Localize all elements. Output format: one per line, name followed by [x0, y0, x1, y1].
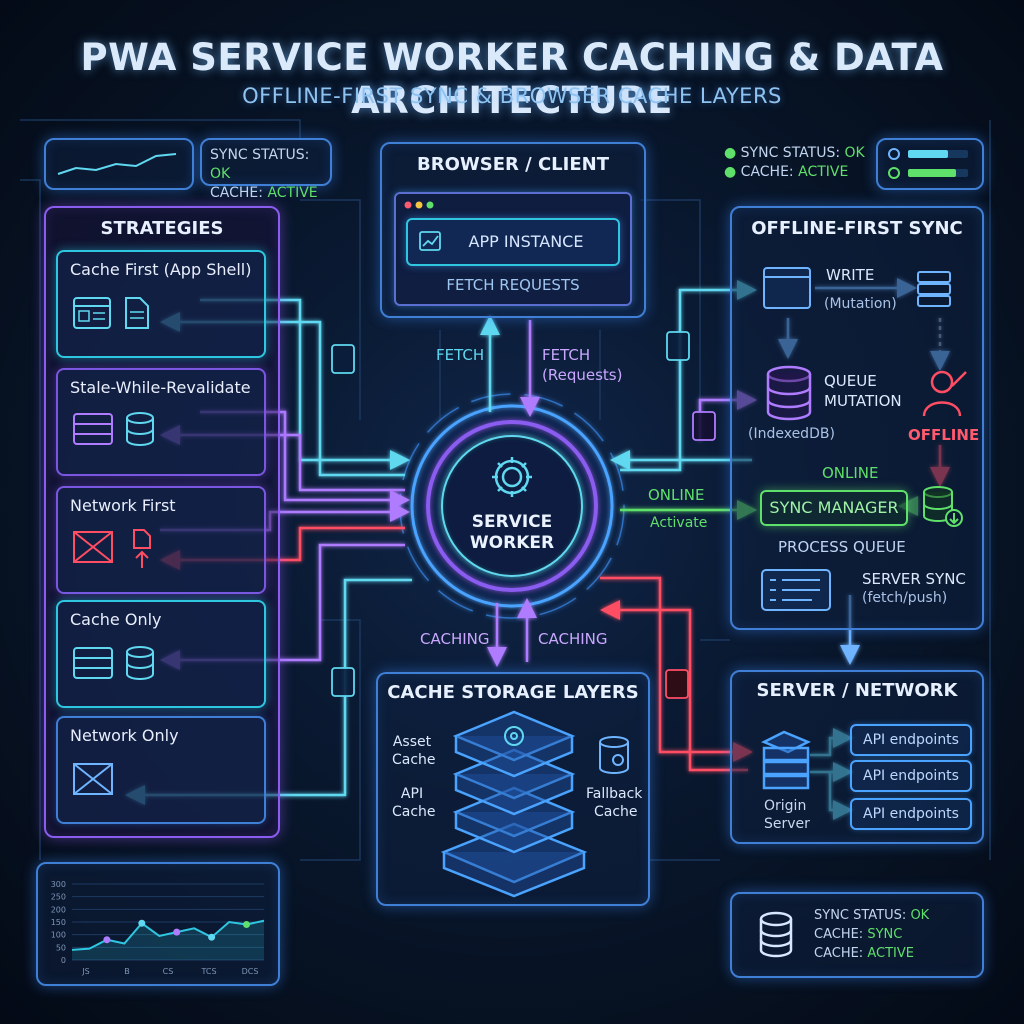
app-instance-box[interactable]: APP INSTANCE	[406, 218, 620, 266]
offline-label: OFFLINE	[908, 426, 980, 444]
api-cache-label: API	[400, 786, 424, 802]
cache-database-icon	[73, 646, 154, 680]
queue-label: QUEUE	[824, 372, 877, 390]
indexeddb-label: (IndexedDB)	[748, 426, 835, 442]
strategy-network-first[interactable]: Network First	[56, 486, 266, 594]
strategy-cache-first[interactable]: Cache First (App Shell)	[56, 250, 266, 358]
caching-label-right: CACHING	[538, 630, 608, 648]
y-tick-label: 200	[51, 905, 66, 914]
asset-cache-label: Asset	[392, 734, 432, 750]
data-point	[138, 919, 146, 927]
x-tick-label: CS	[163, 967, 174, 976]
browser-client-panel: BROWSER / CLIENT APP INSTANCE FETCH REQU…	[380, 142, 646, 318]
origin-server-label: Origin	[764, 798, 807, 814]
trend-chart-icon	[419, 231, 441, 251]
caching-label-left: CACHING	[420, 630, 490, 648]
offline-sync-title: OFFLINE-FIRST SYNC	[751, 218, 963, 239]
sync-database-icon	[923, 486, 963, 527]
x-tick-label: B	[124, 967, 130, 976]
fallback-cache-icon	[599, 736, 629, 774]
strategy-cache-only[interactable]: Cache Only	[56, 600, 266, 708]
data-point	[243, 921, 251, 929]
x-tick-label: JS	[81, 967, 89, 976]
browser-title: BROWSER / CLIENT	[417, 154, 609, 175]
window-dots-icon	[404, 201, 434, 209]
api-endpoint-1[interactable]: API endpoints	[850, 724, 972, 756]
online-state-label: ONLINE	[822, 464, 879, 482]
x-tick-label: DCS	[242, 967, 259, 976]
cache-storage-panel: CACHE STORAGE LAYERS Asset Cache API Cac…	[376, 672, 650, 906]
strategies-title: STRATEGIES	[100, 218, 224, 239]
diagram-title: PWA SERVICE WORKER CACHING & DATA ARCHIT…	[80, 36, 944, 122]
sparkline-chart	[57, 153, 177, 175]
strategy-stale-while-revalidate[interactable]: Stale-While-Revalidate	[56, 368, 266, 476]
y-tick-label: 100	[51, 931, 66, 940]
queue-list-icon	[761, 569, 831, 611]
server-title: SERVER / NETWORK	[756, 680, 958, 701]
network-x-icon	[73, 763, 113, 795]
fetch-requests-label: FETCH	[542, 346, 591, 364]
status-database-icon	[759, 911, 793, 958]
activate-label: Activate	[650, 515, 708, 531]
process-queue-label: PROCESS QUEUE	[778, 538, 906, 556]
fetch-label: FETCH	[436, 346, 485, 364]
origin-server-icon	[760, 730, 812, 790]
x-tick-label: TCS	[200, 967, 216, 976]
strategy-network-only[interactable]: Network Only	[56, 716, 266, 824]
write-window-icon	[763, 267, 811, 309]
server-network-panel: SERVER / NETWORK Origin Server API endpo…	[730, 670, 984, 844]
gear-icon	[492, 457, 532, 497]
data-point	[173, 928, 181, 936]
offline-user-icon	[922, 370, 967, 417]
offline-sync-panel: OFFLINE-FIRST SYNC WRITE (Mutation) QUEU…	[730, 206, 984, 630]
write-label: WRITE	[826, 266, 875, 284]
browser-window: APP INSTANCE FETCH REQUESTS	[394, 192, 632, 306]
y-tick-label: 0	[61, 956, 66, 965]
api-endpoint-2[interactable]: API endpoints	[850, 760, 972, 792]
server-database-icon	[73, 412, 154, 446]
queue-database-icon	[766, 365, 812, 421]
sync-manager-button[interactable]: SYNC MANAGER	[760, 490, 908, 526]
diagram-subtitle: OFFLINE-FIRST SYNC & BROWSER CACHE LAYER…	[242, 84, 782, 108]
online-label: ONLINE	[648, 486, 705, 504]
server-stack-icon	[917, 271, 951, 307]
area-fill	[72, 920, 264, 960]
api-endpoint-3[interactable]: API endpoints	[850, 798, 972, 830]
service-worker-line1: SERVICE	[471, 512, 553, 532]
server-sync-label: SERVER SYNC	[862, 570, 966, 588]
app-shell-icon	[73, 297, 149, 329]
y-tick-label: 300	[51, 880, 66, 889]
y-tick-label: 250	[51, 893, 66, 902]
service-worker-line2: WORKER	[469, 533, 555, 553]
network-icon	[73, 529, 151, 568]
cache-stack-icon	[440, 710, 588, 898]
strategies-panel: STRATEGIES Cache First (App Shell) Stale…	[44, 206, 280, 838]
meter-widget	[876, 138, 984, 190]
y-tick-label: 150	[51, 918, 66, 927]
meter-bars	[888, 148, 968, 179]
data-point	[103, 936, 111, 944]
mini-line-chart: 300 250 200 150 100 50 0JS B CS TCS DCS	[51, 880, 265, 976]
status-panel-bottom-right: SYNC STATUS: OK CACHE: SYNC CACHE: ACTIV…	[730, 892, 984, 978]
status-panel-top-right: ● SYNC STATUS: OK ● CACHE: ACTIVE	[724, 145, 865, 180]
y-tick-label: 50	[56, 943, 66, 952]
fallback-cache-label: Fallback	[586, 786, 643, 802]
status-panel-top-left: SYNC STATUS: OK CACHE: ACTIVE	[200, 138, 332, 201]
data-point	[208, 933, 216, 941]
sparkline-widget	[44, 138, 194, 190]
cache-storage-title: CACHE STORAGE LAYERS	[387, 682, 639, 703]
